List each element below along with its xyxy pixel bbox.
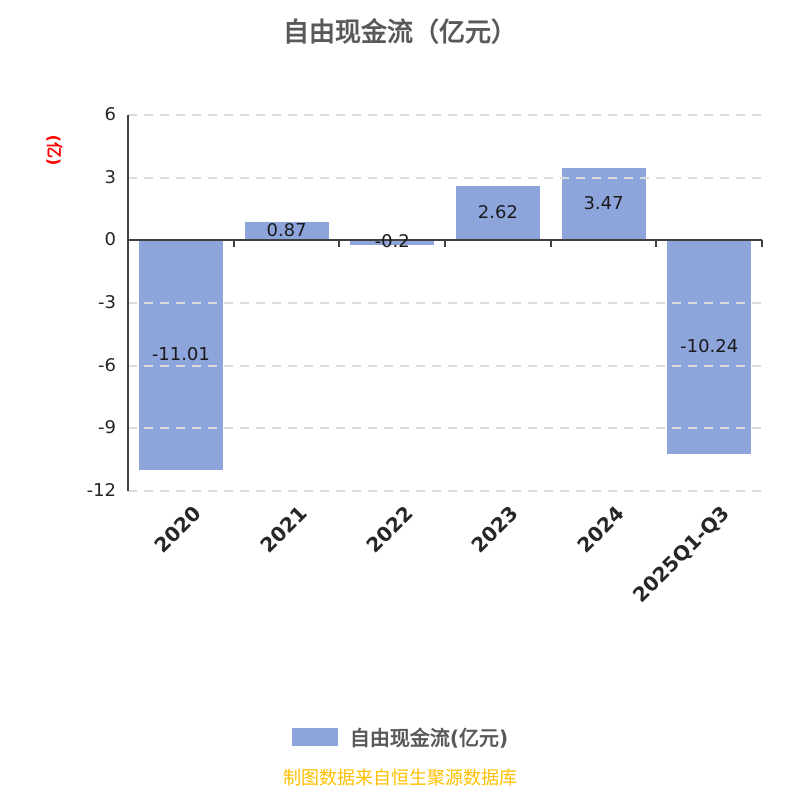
- y-tick-label: 6: [104, 104, 116, 125]
- bar-2025Q1-Q3: [667, 240, 752, 455]
- x-axis-tick: [655, 240, 658, 248]
- x-category-label: 2024: [572, 501, 629, 558]
- x-axis-tick: [444, 240, 446, 248]
- x-category-label: 2022: [360, 501, 418, 558]
- x-category-label: 2025Q1-Q3: [628, 501, 735, 607]
- x-axis-tick: [761, 240, 763, 248]
- x-category-label: 2020: [149, 501, 206, 558]
- chart-title: 自由现金流（亿元）: [282, 18, 517, 48]
- bar-2024: [561, 167, 646, 241]
- bar-value-label: -11.01: [151, 344, 210, 366]
- grid-line: [128, 427, 762, 430]
- bar-value-label: -10.24: [680, 336, 739, 358]
- data-source-note: 制图数据来自恒生聚源数据库: [283, 768, 517, 789]
- y-tick-label: 3: [104, 166, 116, 188]
- x-category-label: 2021: [255, 501, 312, 558]
- grid-line: [128, 302, 762, 304]
- bar-value-label: -0.2: [374, 231, 410, 253]
- bar-value-label: 0.87: [266, 220, 307, 242]
- x-axis-tick: [549, 240, 552, 248]
- bar-value-label: 3.47: [583, 193, 624, 215]
- bar-2022: [350, 240, 435, 245]
- grid-line: [128, 176, 762, 179]
- x-axis-tick: [232, 240, 235, 248]
- legend-swatch: [291, 727, 338, 746]
- grid-line: [128, 114, 762, 116]
- grid-line: [128, 490, 762, 492]
- y-tick-label: 0: [104, 229, 116, 251]
- x-category-label: 2023: [466, 501, 523, 558]
- y-tick-label: -9: [98, 417, 116, 439]
- y-tick-label: -12: [86, 480, 116, 501]
- grid-line: [128, 364, 762, 367]
- y-tick-label: -3: [98, 292, 116, 313]
- y-tick-label: -6: [98, 354, 116, 376]
- bar-value-label: 2.62: [477, 201, 518, 223]
- legend-label: 自由现金流(亿元): [349, 726, 509, 750]
- bar-2020: [138, 240, 223, 471]
- x-axis-tick: [338, 240, 341, 248]
- bar-2023: [455, 185, 540, 241]
- bar-2021: [244, 222, 329, 241]
- legend: 自由现金流(亿元): [0, 722, 800, 751]
- y-axis-line: [127, 115, 129, 491]
